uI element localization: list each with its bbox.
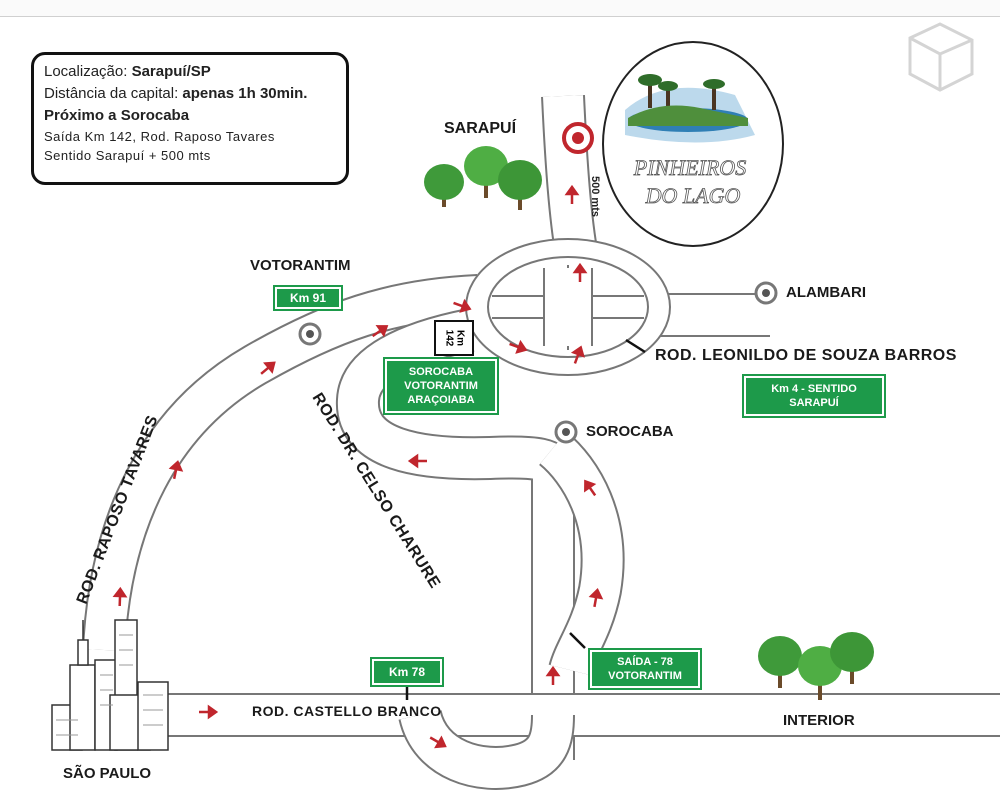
road-label-leonildo: ROD. LEONILDO DE SOUZA BARROS <box>655 347 957 364</box>
direction-arrow-icon <box>588 588 604 608</box>
sign-km91: Km 91 <box>273 285 343 311</box>
sign-sorocaba-votorantim-aracoiaba: SOROCABA VOTORANTIM ARAÇOIABA <box>383 357 499 415</box>
direction-arrow-icon <box>453 298 472 313</box>
trees-sarapui <box>424 146 542 210</box>
sign-saida-78-votorantim: SAÍDA - 78 VOTORANTIM <box>588 648 702 690</box>
city-skyline-icon <box>51 619 169 751</box>
direction-arrow-icon <box>570 345 585 364</box>
direction-arrow-icon <box>199 704 219 720</box>
direction-arrow-icon <box>572 262 588 282</box>
direction-arrow-icon <box>112 586 128 607</box>
direction-arrow-icon <box>260 361 276 375</box>
info-distance: Distância da capital: apenas 1h 30min. <box>44 85 308 102</box>
road-ticks <box>405 338 646 700</box>
place-sao-paulo: SÃO PAULO <box>63 765 152 782</box>
top-bar <box>0 0 1000 17</box>
logo-line1: PINHEIROS <box>633 155 746 180</box>
place-alambari: ALAMBARI <box>786 284 866 301</box>
direction-arrow-icon <box>545 665 561 685</box>
direction-arrow-icon <box>509 339 528 354</box>
direction-arrow-icon <box>168 460 184 480</box>
info-direction: Sentido Sarapuí + 500 mts <box>44 148 211 163</box>
info-exit: Saída Km 142, Rod. Raposo Tavares <box>44 129 275 144</box>
destination-marker <box>562 122 594 154</box>
watermark-box-icon <box>908 22 974 92</box>
direction-arrow-icon <box>584 479 597 497</box>
direction-arrow-icon <box>407 453 427 469</box>
sign-km4-sentido-sarapui: Km 4 - SENTIDO SARAPUÍ <box>742 374 886 418</box>
direction-arrows <box>112 184 604 749</box>
info-location: Localização: Sarapuí/SP <box>44 63 211 80</box>
place-markers <box>298 281 778 444</box>
direction-arrow-icon <box>429 735 447 749</box>
info-box: Localização: Sarapuí/SP Distância da cap… <box>31 52 349 185</box>
roundabout <box>465 238 671 376</box>
place-votorantim: VOTORANTIM <box>250 257 351 274</box>
distance-500-mts: 500 mts <box>589 176 601 217</box>
place-sorocaba: SOROCABA <box>586 423 674 440</box>
logo-line2: DO LAGO <box>645 183 741 208</box>
direction-arrow-icon <box>564 184 580 204</box>
place-sarapui: SARAPUÍ <box>444 120 517 137</box>
alambari-marker <box>754 281 778 305</box>
info-near: Próximo a Sorocaba <box>44 107 190 124</box>
direction-arrow-icon <box>371 325 389 338</box>
road-label-castello: ROD. CASTELLO BRANCO <box>252 703 442 719</box>
votorantim-marker <box>298 322 322 346</box>
pinheiros-do-lago-logo <box>602 41 784 247</box>
sign-km142: Km 142 <box>434 320 474 356</box>
sorocaba-marker <box>554 420 578 444</box>
trees-interior <box>758 632 874 700</box>
sign-km78: Km 78 <box>370 657 444 687</box>
road-network <box>82 94 1000 790</box>
place-interior: INTERIOR <box>783 712 855 729</box>
